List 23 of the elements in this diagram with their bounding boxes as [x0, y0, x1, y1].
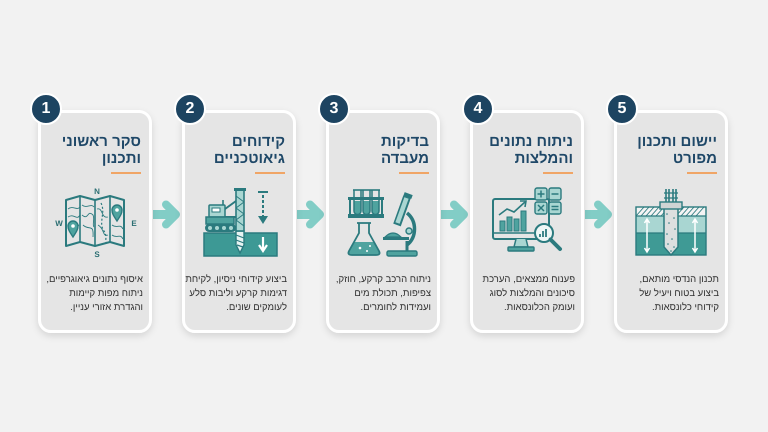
arrow: [441, 200, 468, 228]
step-number-badge: 5: [606, 93, 638, 125]
step-number-badge: 4: [462, 93, 494, 125]
step-number-badge: 3: [318, 93, 350, 125]
arrow: [585, 200, 612, 228]
step-description: תכנון הנדסי מותאם, ביצוע בטוח ויעיל של קידוחי כלונסאות.: [638, 273, 719, 315]
step-description: ניתוח הרכב קרקע, חוזק, צפיפות, תכולת מים ועמידות לחומרים.: [334, 273, 431, 315]
arrow: [297, 200, 324, 228]
arrow: [153, 200, 180, 228]
step-title: ניתוח נתונים והמלצות: [488, 133, 573, 167]
compass-letter: E: [131, 218, 137, 228]
step-description: פענוח ממצאים, הערכת סיכונים והמלצות לסוג ועומק הכלונסאות.: [482, 273, 575, 315]
step-title: סקר ראשוני ותכנון: [60, 133, 141, 167]
step-number-badge: 1: [30, 93, 62, 125]
step-title: קידוחים גיאוטכניים: [212, 133, 285, 167]
step-title: בדיקות מעבדה: [380, 133, 429, 167]
compass-letter: N: [94, 186, 100, 196]
step-description: איסוף נתונים גיאוגרפיים, ניתוח מפות קיימות והגדרת אזורי עניין.: [45, 273, 143, 315]
compass-letter: W: [55, 218, 63, 228]
compass-letter: S: [94, 250, 100, 258]
step-number-badge: 2: [174, 93, 206, 125]
step-description: ביצוע קידוחי ניסיון, לקיחת דגימות קרקע וליבות סלע לעומקים שונים.: [185, 273, 287, 315]
step-title: יישום ותכנון מפורט: [636, 133, 717, 167]
